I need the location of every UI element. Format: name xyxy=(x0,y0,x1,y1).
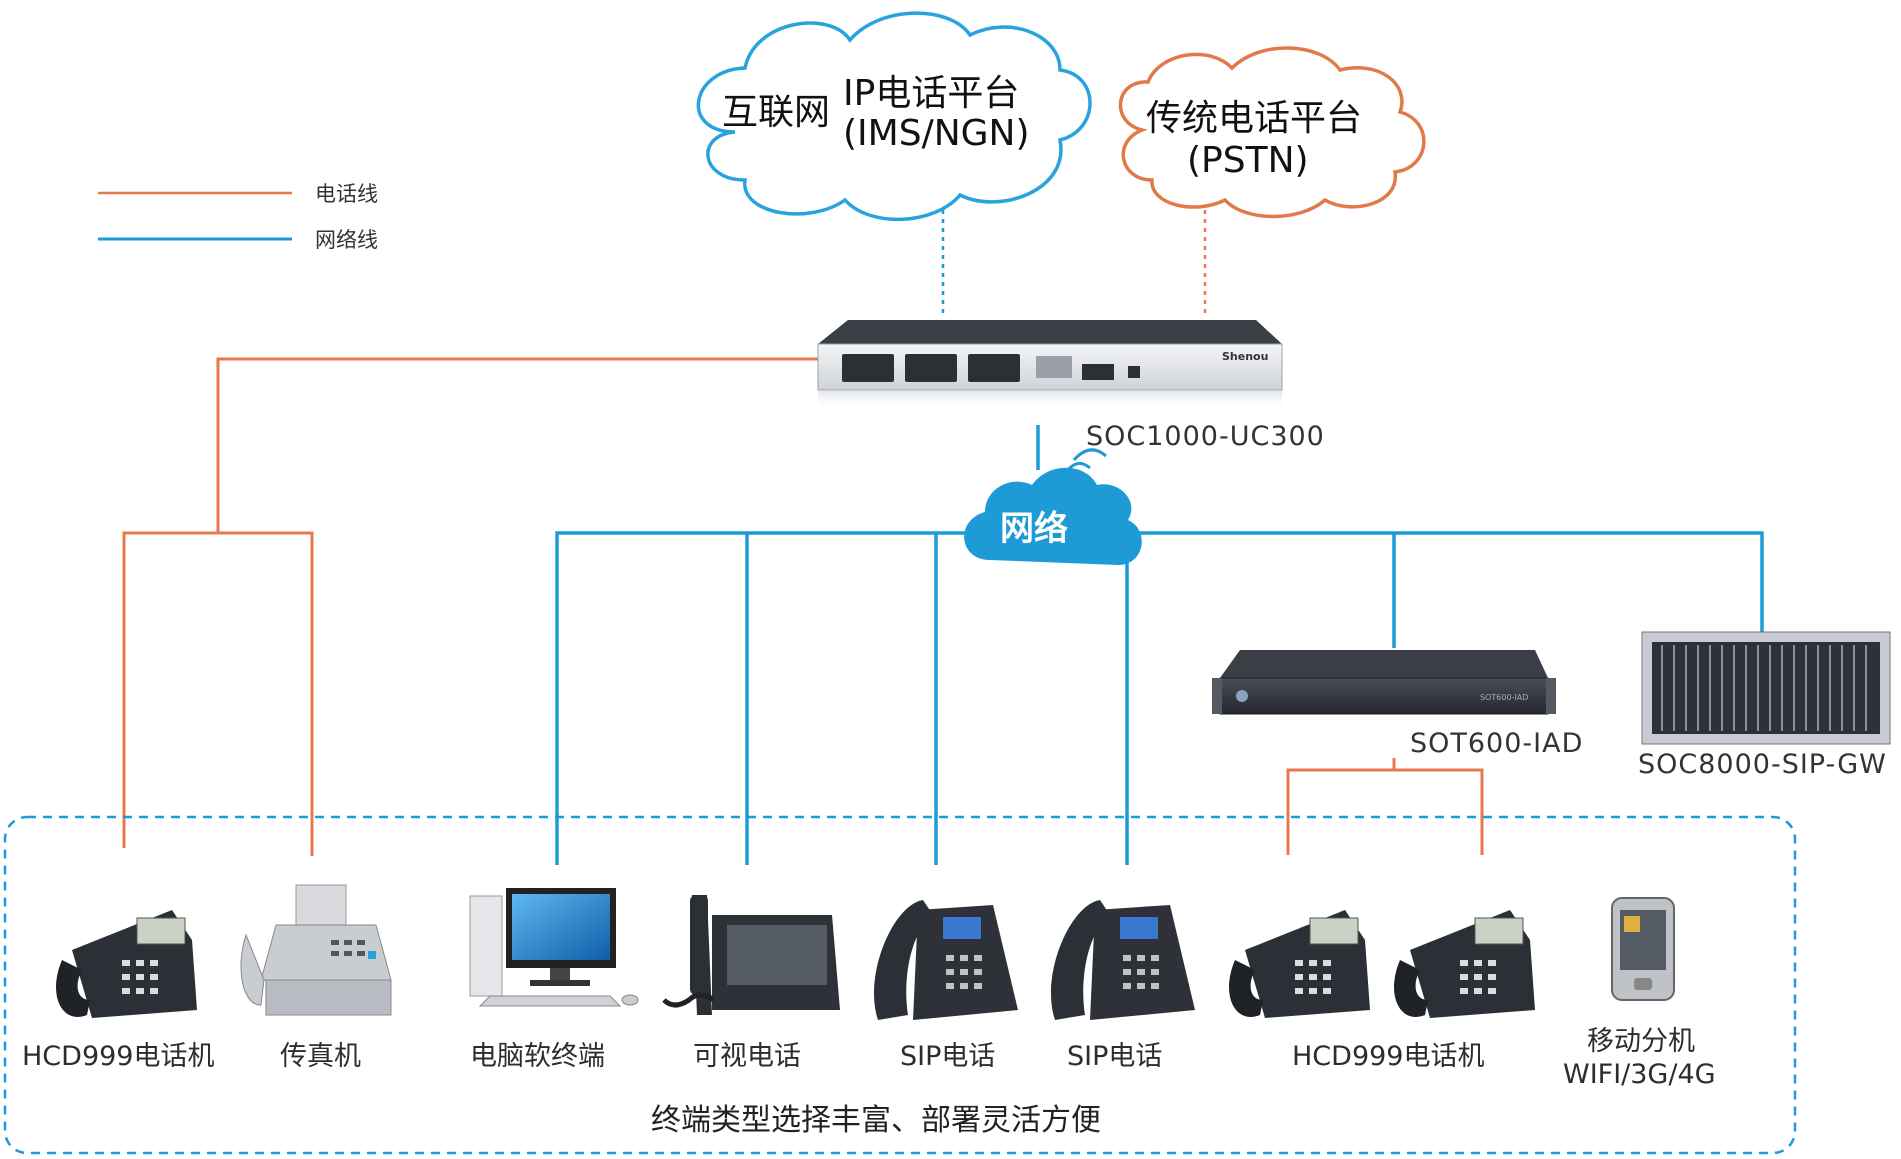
terminal-label-video-phone: 可视电话 xyxy=(693,1041,801,1072)
desk-phone-icon xyxy=(56,910,197,1018)
sip-phone-icon xyxy=(1051,900,1195,1020)
switch-brand-label: Shenou xyxy=(1222,350,1268,363)
legend-phone-line-label: 电话线 xyxy=(315,182,378,206)
terminal-label-mobile: 移动分机 xyxy=(1587,1026,1695,1057)
mobile-phone-icon xyxy=(1611,897,1675,1001)
fax-machine-icon xyxy=(240,884,392,1016)
network-cloud-label: 网络 xyxy=(1000,509,1068,549)
iad-model-label: SOT600-IAD xyxy=(1410,728,1583,759)
legend: 电话线 网络线 xyxy=(98,182,378,252)
switch-port-block xyxy=(842,354,1020,382)
network-cloud: 网络 xyxy=(964,448,1142,565)
terminal-label-hcd999-1: HCD999电话机 xyxy=(22,1041,214,1072)
switch-model-label: SOC1000-UC300 xyxy=(1086,421,1325,452)
iad-panel-text: SOT600-IAD xyxy=(1480,693,1528,702)
terminal-label-pc-softphone: 电脑软终端 xyxy=(470,1041,605,1072)
soc1000-uc300-switch: Shenou xyxy=(817,320,1283,410)
internet-cloud-prefix: 互联网 xyxy=(722,92,830,133)
terminal-label-mobile-network: WIFI/3G/4G xyxy=(1563,1059,1716,1090)
internet-ip-cloud: 互联网 IP电话平台 (IMS/NGN) xyxy=(696,11,1092,221)
terminal-label-sip-phone-2: SIP电话 xyxy=(1067,1041,1162,1072)
terminal-label-fax: 传真机 xyxy=(280,1041,361,1072)
terminal-label-sip-phone-1: SIP电话 xyxy=(900,1041,995,1072)
internet-cloud-subtitle: (IMS/NGN) xyxy=(843,113,1030,154)
desktop-computer-icon xyxy=(469,888,639,1007)
legend-network-line-label: 网络线 xyxy=(315,228,378,252)
pstn-cloud: 传统电话平台 (PSTN) xyxy=(1118,46,1426,219)
sip-gw-model-label: SOC8000-SIP-GW xyxy=(1638,749,1887,780)
terminals-caption: 终端类型选择丰富、部署灵活方便 xyxy=(651,1103,1101,1138)
network-line-links xyxy=(555,425,1764,865)
pstn-cloud-subtitle: (PSTN) xyxy=(1187,140,1309,181)
soc8000-sip-gateway xyxy=(1641,631,1891,745)
desk-phone-icon xyxy=(1394,910,1535,1018)
pstn-cloud-title: 传统电话平台 xyxy=(1146,98,1362,139)
phone-line-links xyxy=(122,357,1484,856)
video-phone-icon xyxy=(662,895,840,1015)
sip-phone-icon xyxy=(874,900,1018,1020)
internet-cloud-title: IP电话平台 xyxy=(843,73,1019,114)
sot600-iad-gateway: SOT600-IAD xyxy=(1212,650,1556,715)
terminals-group-box xyxy=(3,815,1797,1155)
desk-phone-icon xyxy=(1229,910,1370,1018)
terminal-label-hcd999-2: HCD999电话机 xyxy=(1292,1041,1484,1072)
